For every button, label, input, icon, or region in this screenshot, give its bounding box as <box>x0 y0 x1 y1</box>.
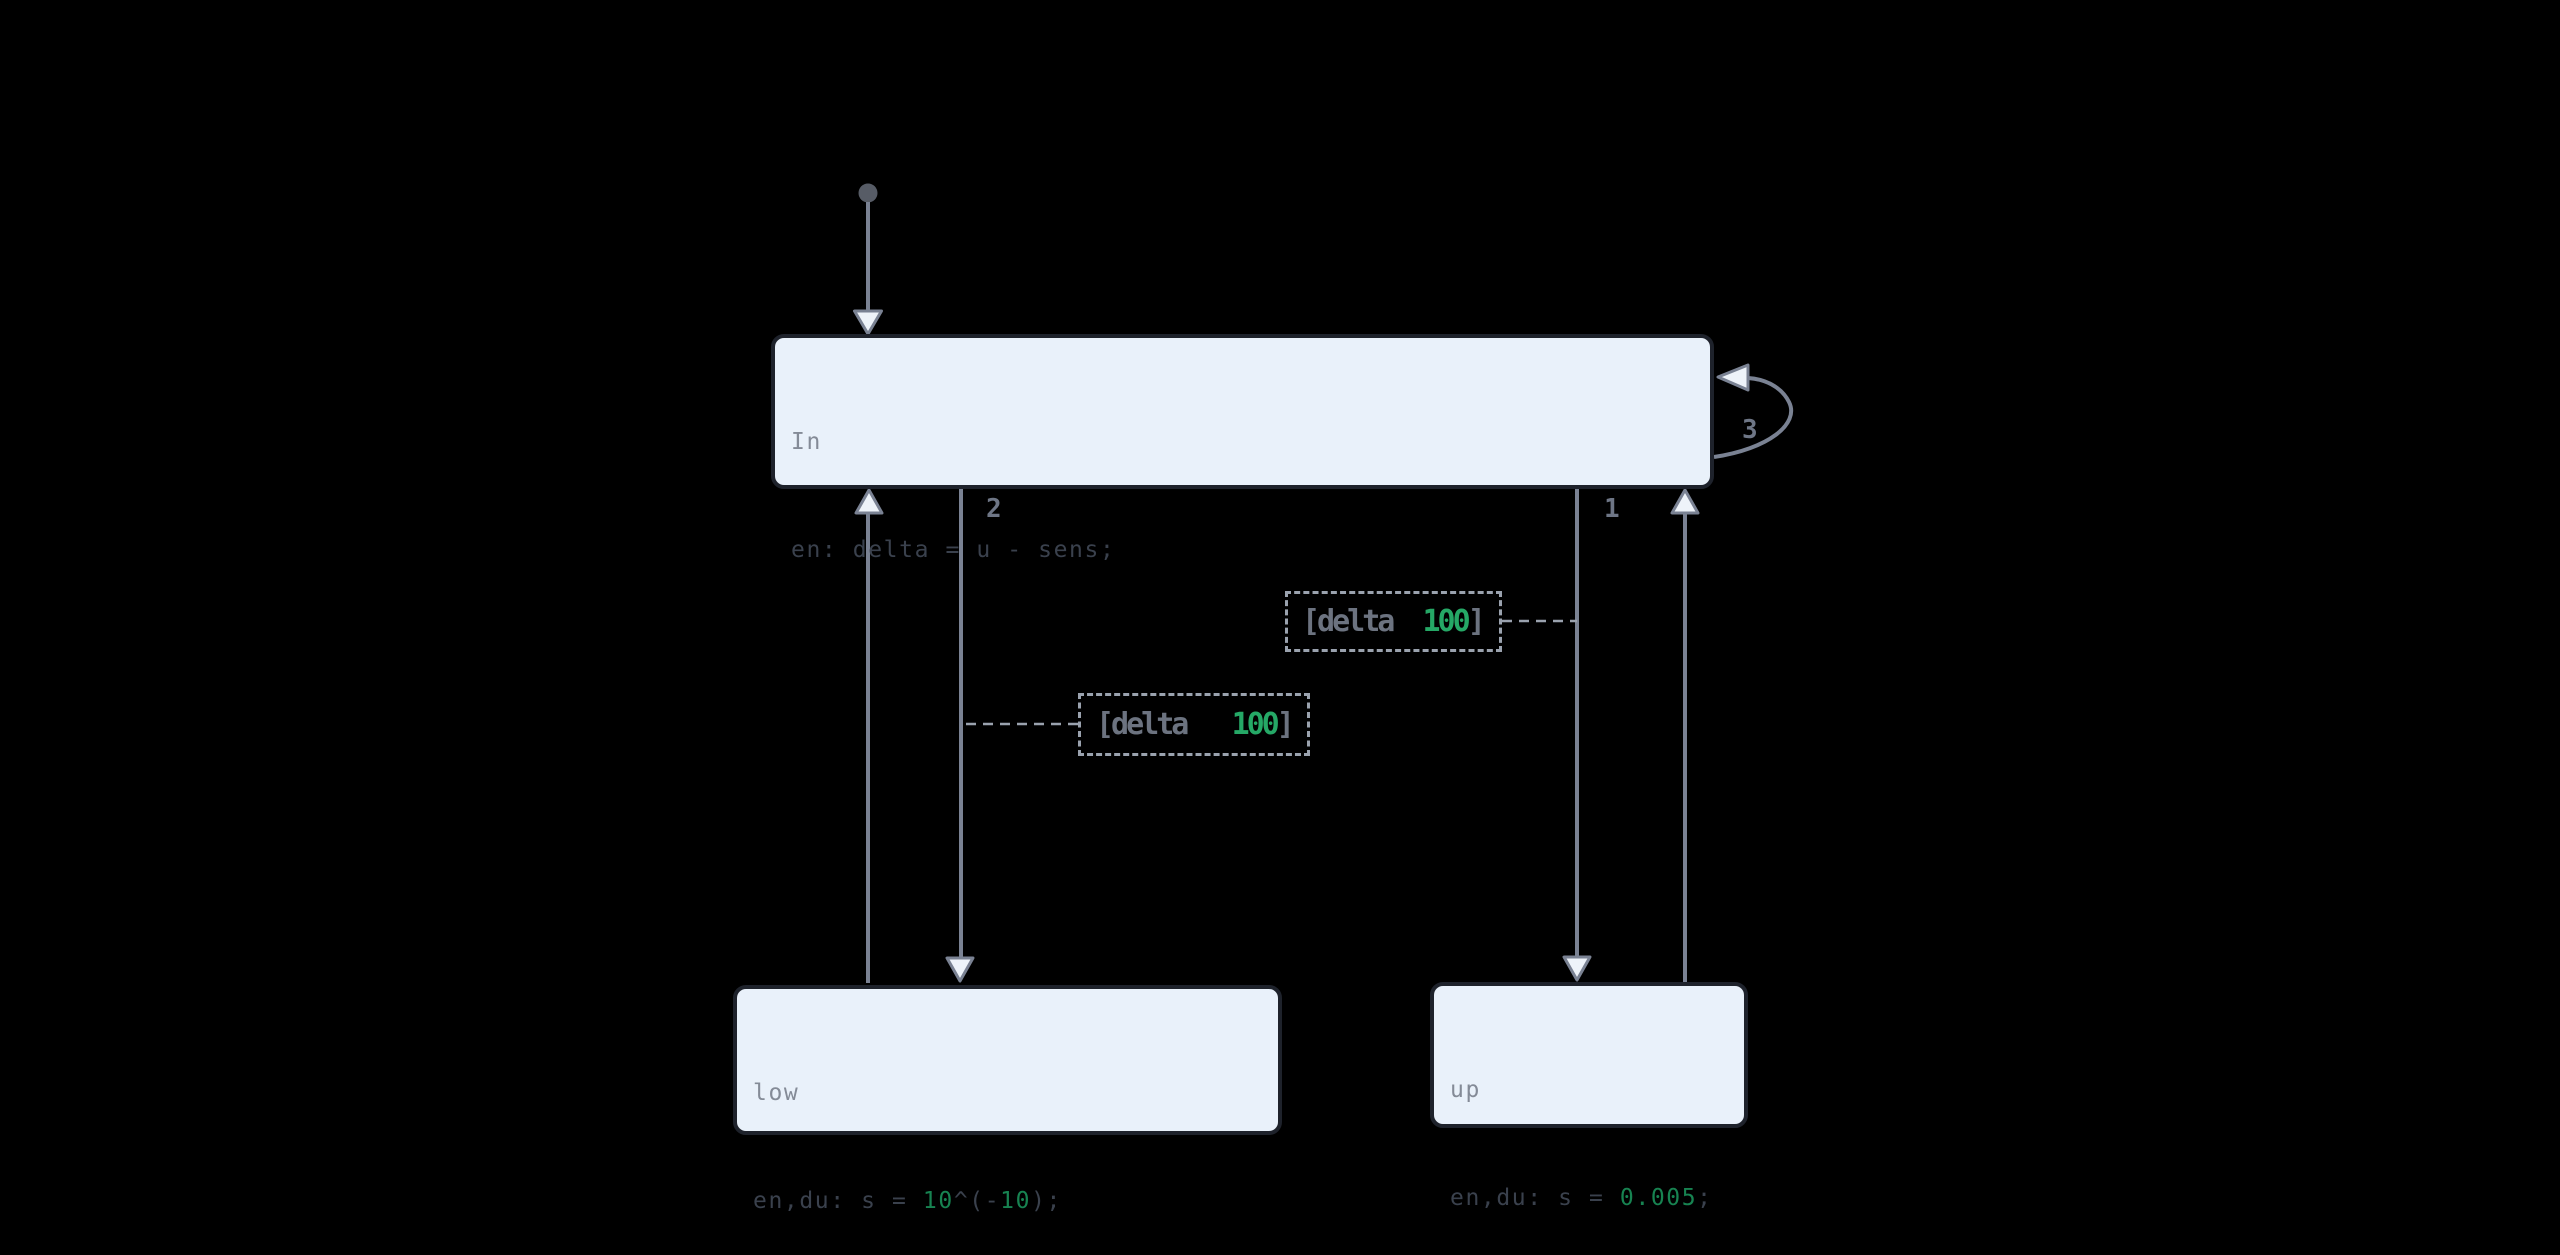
transition-1-arrowhead <box>1562 955 1592 982</box>
state-low-title: low <box>753 1080 800 1106</box>
condition-2-text: [delta 100] <box>1096 707 1295 742</box>
condition-1-text: [delta 100] <box>1302 604 1486 639</box>
transition-up-to-in-arrowhead <box>1670 488 1700 515</box>
state-in-title: In <box>791 429 822 455</box>
self-loop-transition-line[interactable] <box>1713 376 1793 459</box>
state-in-body: en: delta = u - sens; <box>791 537 1116 563</box>
self-loop-arrowhead <box>1716 363 1750 392</box>
state-up[interactable]: up en,du: s = 0.005; <box>1430 982 1748 1211</box>
state-low[interactable]: low en,du: s = 10^(-10); <box>733 985 1282 1214</box>
initial-state-dot <box>858 183 878 203</box>
transition-condition-1[interactable]: [delta 100] <box>1285 591 1502 652</box>
default-transition-arrowhead <box>853 309 883 336</box>
transition-label-3[interactable]: 3 <box>1742 415 1758 445</box>
state-in[interactable]: In en: delta = u - sens; <box>771 334 1714 563</box>
state-up-body: en,du: s = 0.005; <box>1450 1185 1713 1211</box>
state-up-title: up <box>1450 1077 1481 1103</box>
transition-condition-2[interactable]: [delta 100] <box>1078 693 1310 756</box>
transition-label-1[interactable]: 1 <box>1604 494 1620 524</box>
state-low-body: en,du: s = 10^(-10); <box>753 1188 1062 1214</box>
transition-low-to-in-arrowhead <box>854 488 884 515</box>
transition-2-arrowhead <box>945 956 975 983</box>
transition-label-2[interactable]: 2 <box>986 494 1002 524</box>
